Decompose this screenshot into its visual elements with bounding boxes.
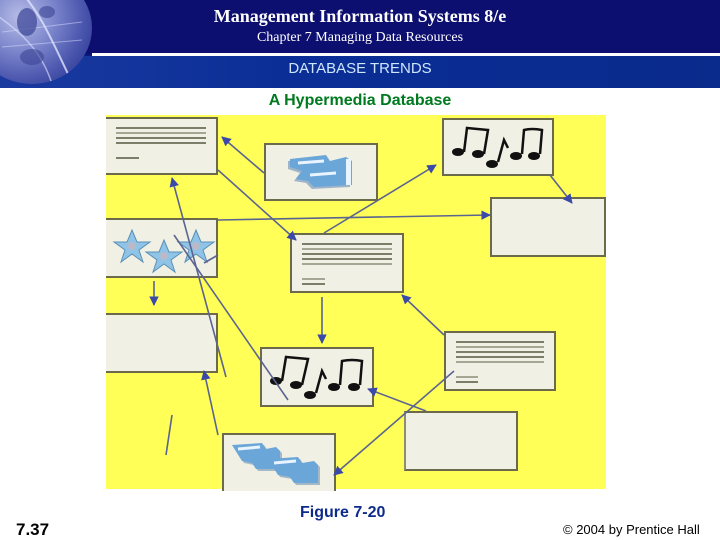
slide-number: 7.37 [16,520,50,539]
pointing-hand-icon [288,155,352,189]
hypermedia-diagram [106,115,606,491]
music-notes-icon [452,126,544,168]
header-section-band [0,56,720,88]
copyright-notice: © 2004 by Prentice Hall [563,522,700,537]
header-top-band [0,0,720,54]
link-arrows [149,136,573,476]
node-music-center [260,347,374,407]
section-title: DATABASE TRENDS [288,60,432,77]
node-stars-image [106,218,218,278]
pointing-hands-icon [232,443,320,485]
course-title: Management Information Systems 8/e [213,6,507,26]
figure-title: A Hypermedia Database [268,92,452,109]
chapter-title: Chapter 7 Managing Data Resources [256,30,464,45]
node-music-top [442,118,554,176]
figure-caption: Figure 7-20 [300,504,386,521]
node-blank-left [106,313,218,373]
header-divider [92,53,720,56]
stars-icon [112,228,216,274]
node-blank-right [490,197,606,257]
node-text-top-left [106,117,218,175]
slide-header: Management Information Systems 8/e Chapt… [0,0,720,88]
node-blank-bottom-right [404,411,518,471]
node-text-center [290,233,404,293]
node-text-bottom-right [444,331,556,391]
node-pointer-image [264,143,378,201]
music-notes-icon [270,355,364,399]
globe-icon [0,0,92,84]
node-pointers-image [222,433,336,491]
